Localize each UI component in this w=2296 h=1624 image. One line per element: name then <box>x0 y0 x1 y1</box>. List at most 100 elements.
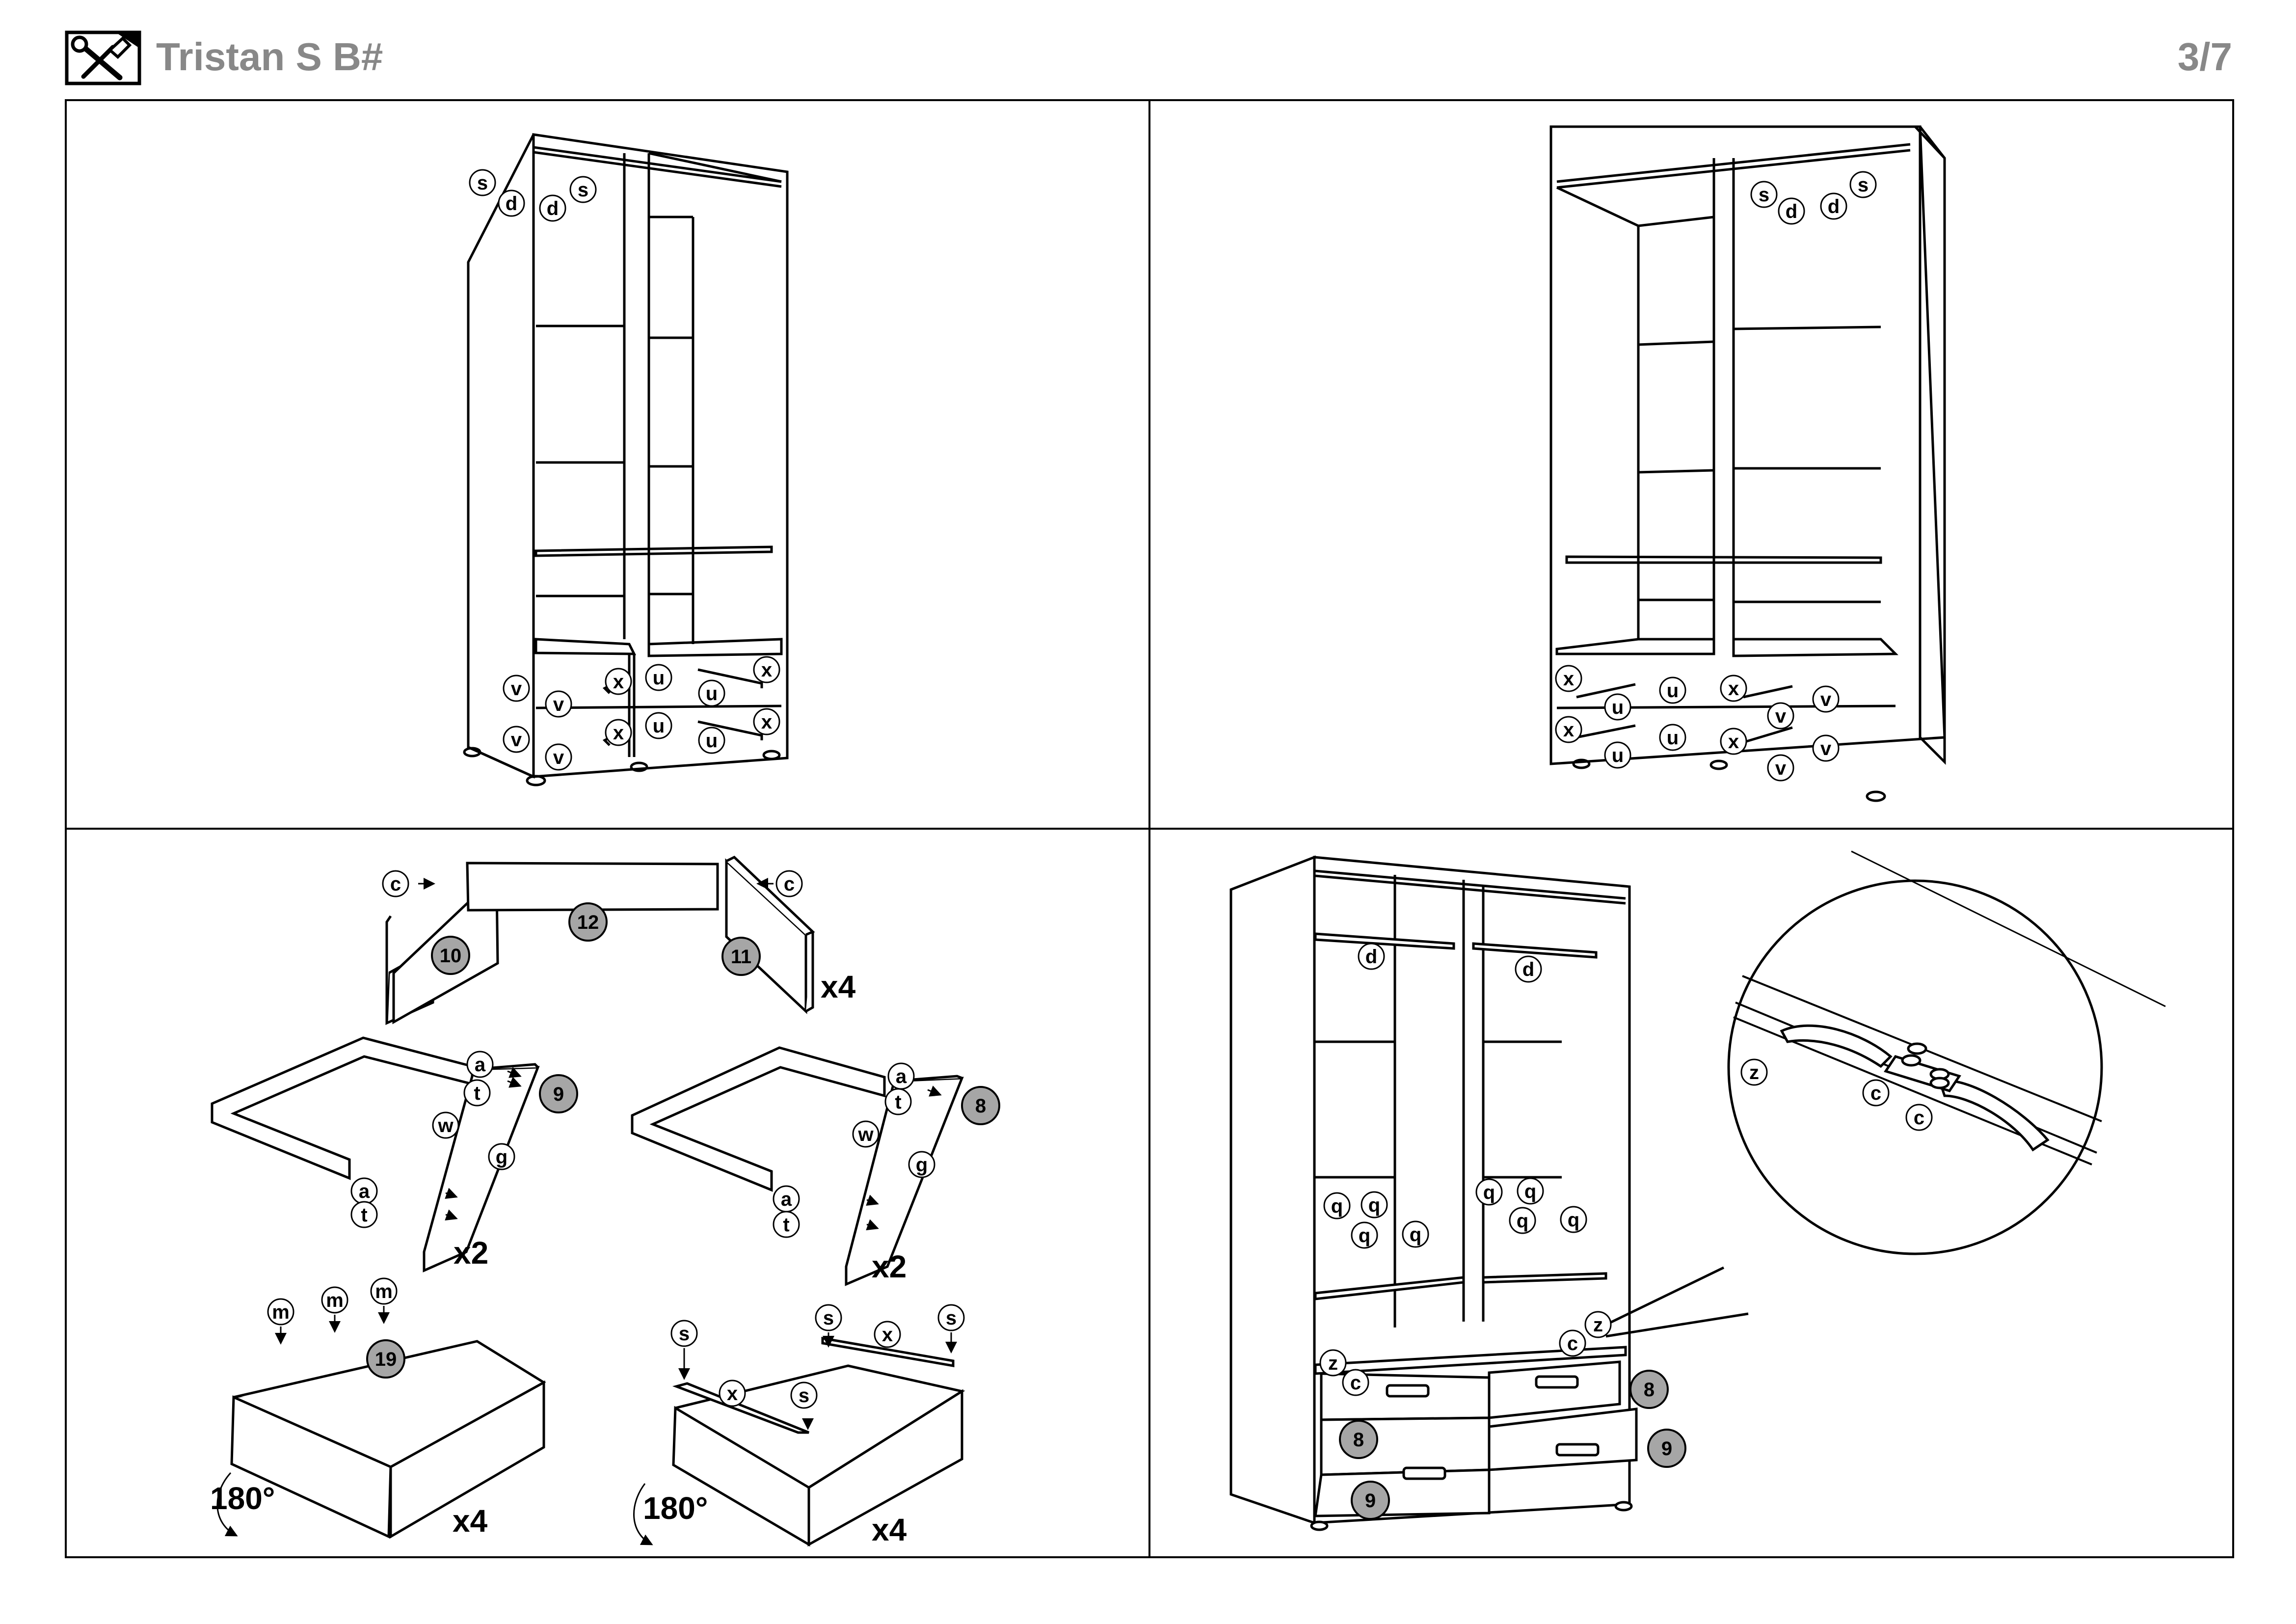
callout-label: u <box>706 683 718 704</box>
document-title: Tristan S B# <box>156 35 383 79</box>
part-number: 8 <box>1353 1429 1364 1451</box>
panel-1-wardrobe <box>463 133 789 786</box>
callout-label: u <box>706 730 718 752</box>
hardware-label: t <box>361 1204 367 1226</box>
callout-label: v <box>1775 705 1787 727</box>
hardware-label: c <box>1870 1083 1881 1104</box>
callout-label: d <box>506 193 517 215</box>
hardware-label: q <box>1368 1194 1380 1216</box>
hardware-label: d <box>1365 946 1377 968</box>
callout-label: x <box>1728 678 1739 700</box>
part-number: 10 <box>440 945 462 967</box>
hardware-label: d <box>1522 959 1534 980</box>
callout-label: d <box>1828 196 1840 217</box>
part-number: 9 <box>553 1083 564 1105</box>
hardware-label: q <box>1524 1181 1536 1202</box>
panel-4-part-numbers: 8 9 8 9 <box>1339 1370 1686 1520</box>
callout-label: u <box>1612 745 1624 766</box>
callout-label: u <box>1667 680 1679 702</box>
part-number: 12 <box>577 912 599 933</box>
panel-1-callouts: s d d s v v x v x v u u x u u x <box>469 169 780 771</box>
callout-label: v <box>1820 738 1832 759</box>
hardware-label: s <box>946 1307 957 1329</box>
callout-label: v <box>1775 758 1787 779</box>
hardware-label: a <box>781 1189 792 1210</box>
callout-label: x <box>761 711 772 733</box>
hardware-label: m <box>375 1281 393 1302</box>
callout-label: x <box>1563 668 1574 690</box>
panel-2-wardrobe <box>1549 125 1946 802</box>
hardware-label: c <box>1350 1372 1361 1394</box>
callout-label: d <box>547 198 559 219</box>
hardware-label: t <box>474 1083 480 1104</box>
hardware-label: t <box>783 1214 789 1236</box>
quantity-label: x2 <box>454 1235 488 1271</box>
quantity-label: x4 <box>872 1512 907 1547</box>
hardware-label: m <box>326 1290 344 1311</box>
callout-label: v <box>553 747 564 768</box>
hardware-label: a <box>896 1066 907 1087</box>
hardware-label: q <box>1359 1225 1370 1246</box>
hardware-label: w <box>437 1115 454 1137</box>
hardware-label: z <box>1593 1314 1603 1336</box>
rotation-label: 180° <box>210 1481 275 1516</box>
callout-label: v <box>1820 689 1832 710</box>
part-number: 8 <box>975 1095 986 1117</box>
hardware-label: q <box>1331 1195 1343 1217</box>
panel-3-motion-arrows <box>216 878 957 1545</box>
hardware-label: x <box>882 1324 893 1346</box>
part-number: 8 <box>1644 1379 1655 1401</box>
hardware-label: m <box>272 1301 290 1323</box>
callout-label: d <box>1786 201 1797 222</box>
rotation-label: 180° <box>643 1490 708 1526</box>
hardware-label: c <box>1914 1107 1924 1129</box>
callout-label: v <box>553 694 564 715</box>
callout-label: v <box>511 729 522 751</box>
hardware-label: c <box>390 873 401 895</box>
part-number: 19 <box>375 1349 397 1370</box>
panel-4-wardrobe <box>1229 855 1638 1531</box>
callout-label: u <box>653 715 665 737</box>
callout-label: v <box>511 678 522 700</box>
page-number: 3/7 <box>2177 35 2232 79</box>
hardware-label: q <box>1483 1182 1495 1203</box>
callout-label: s <box>477 172 488 194</box>
hardware-label: x <box>727 1383 738 1405</box>
callout-label: u <box>1612 697 1624 718</box>
hardware-label: c <box>1567 1333 1578 1354</box>
panel-3-hardware-callouts: c c a t w g a t a t w g a t m m m s x s … <box>267 870 965 1409</box>
part-number: 9 <box>1661 1438 1672 1460</box>
part-number: 11 <box>731 946 751 968</box>
tools-icon <box>65 30 141 88</box>
callout-label: s <box>1759 184 1769 206</box>
hardware-label: z <box>1749 1062 1759 1083</box>
callout-label: s <box>578 179 588 201</box>
hardware-label: w <box>857 1124 874 1145</box>
panel-2-callouts: s d d s x u u x u u x v v x v v <box>1555 171 1877 782</box>
hardware-label: g <box>916 1154 928 1176</box>
hardware-label: s <box>823 1307 834 1329</box>
panel-3-drawer-assembly <box>211 855 965 1547</box>
hardware-label: s <box>799 1385 809 1407</box>
callout-label: x <box>761 659 772 681</box>
hardware-label: q <box>1410 1224 1421 1245</box>
part-number: 9 <box>1365 1490 1376 1512</box>
quantity-label: x4 <box>453 1503 488 1539</box>
callout-label: x <box>1728 731 1739 753</box>
hardware-label: g <box>496 1146 507 1168</box>
hardware-label: a <box>475 1054 486 1076</box>
hardware-label: q <box>1517 1210 1528 1232</box>
quantity-label: x2 <box>872 1249 907 1284</box>
hardware-label: a <box>359 1181 370 1202</box>
callout-label: u <box>1667 727 1679 749</box>
panel-3-quantities: x4 x2 x2 x4 x4 180° 180° <box>210 969 907 1547</box>
quantity-label: x4 <box>821 969 856 1004</box>
callout-label: u <box>653 667 665 689</box>
hardware-label: z <box>1328 1353 1338 1374</box>
callout-label: x <box>613 671 624 693</box>
instruction-grid: s d d s v v x v x v u u x u u x <box>65 99 2234 1558</box>
hardware-label: c <box>784 873 795 895</box>
hardware-label: q <box>1568 1209 1579 1231</box>
callout-label: s <box>1858 174 1869 196</box>
panel-3-part-numbers: 10 12 11 9 8 19 <box>366 902 1000 1379</box>
